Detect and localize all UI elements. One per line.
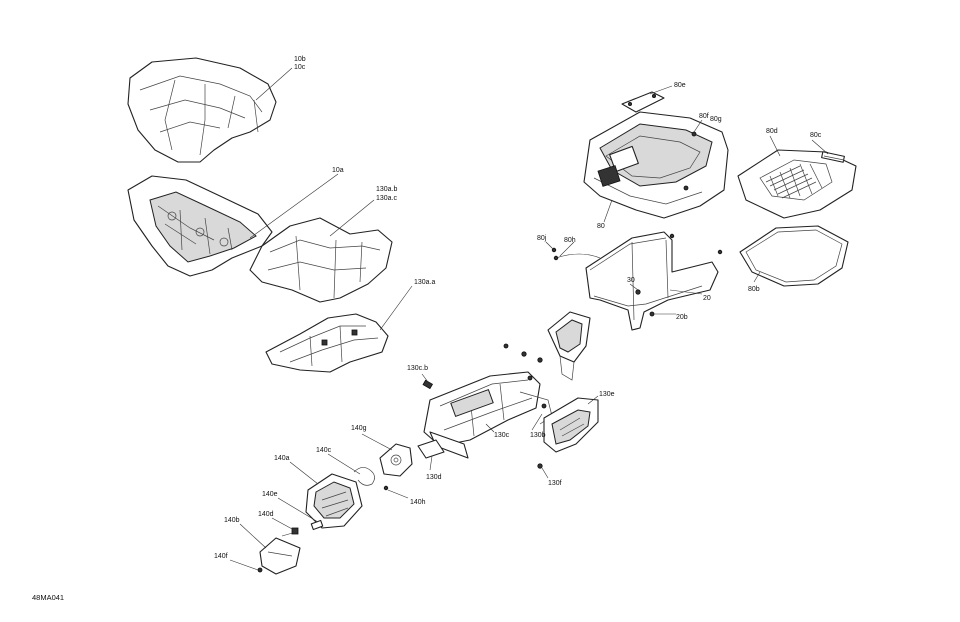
spring-140c	[353, 467, 375, 486]
screw-80f	[691, 131, 697, 137]
lid-latch	[821, 151, 845, 163]
latch-cam-140g	[379, 443, 413, 477]
callout-130f: 130f	[548, 480, 562, 487]
callout-140f: 140f	[214, 553, 228, 560]
callout-labels: 10b 10c 10a 130a.b 130a.c 130a.a 80e 80f…	[214, 56, 822, 560]
callout-30: 30	[627, 277, 635, 284]
seat-handle	[547, 311, 591, 381]
pin-140e	[310, 519, 324, 531]
bin-support-frame	[585, 231, 723, 331]
bin-lid	[737, 149, 857, 219]
callout-130aa: 130a.a	[414, 279, 436, 286]
callout-80j: 80j	[537, 235, 547, 242]
callout-130d: 130d	[426, 474, 442, 481]
callout-130e: 130e	[599, 391, 615, 398]
latch-plate	[621, 91, 665, 113]
callout-140c: 140c	[316, 447, 332, 454]
storage-bin	[583, 111, 729, 219]
side-cover	[543, 397, 599, 453]
drawing-reference-code: 48MA041	[32, 593, 64, 602]
callout-130b: 130b	[530, 432, 546, 439]
callout-80d: 80d	[766, 128, 778, 135]
bolt-140d	[281, 527, 299, 537]
callout-80g: 80g	[710, 116, 722, 123]
seat-frame-bracket	[265, 313, 389, 373]
bolt-130cb	[422, 379, 434, 390]
latch-housing-140a	[305, 473, 363, 529]
leader-lines	[229, 67, 829, 571]
callout-80h: 80h	[564, 237, 576, 244]
callout-140h: 140h	[410, 499, 426, 506]
lid-seal	[739, 225, 849, 287]
callout-140e: 140e	[262, 491, 278, 498]
callout-130cb: 130c.b	[407, 365, 428, 372]
callout-80b: 80b	[748, 286, 760, 293]
fastener-set-top	[503, 343, 543, 363]
screw-140f	[257, 567, 263, 573]
washer-140h	[383, 485, 389, 491]
screw-130f	[537, 463, 543, 469]
seat-latch-mechanism	[423, 371, 553, 459]
callout-10c: 10c	[294, 64, 306, 71]
latch-plate-140b	[259, 537, 301, 575]
callout-20b: 20b	[676, 314, 688, 321]
callout-10a: 10a	[332, 167, 344, 174]
callout-140a: 140a	[274, 455, 290, 462]
cable-80h	[551, 247, 601, 261]
callout-80c: 80c	[810, 132, 822, 139]
spacer-130d	[417, 439, 445, 459]
callout-80e: 80e	[674, 82, 686, 89]
callout-130ab: 130a.b	[376, 186, 398, 193]
callout-140d: 140d	[258, 511, 274, 518]
callout-130ac: 130a.c	[376, 195, 398, 202]
callout-80f: 80f	[699, 113, 709, 120]
callout-20: 20	[703, 295, 711, 302]
callout-140g: 140g	[351, 425, 367, 432]
seat-base	[127, 175, 273, 277]
callout-140b: 140b	[224, 517, 240, 524]
seat-cushion	[127, 57, 277, 163]
callout-130c: 130c	[494, 432, 510, 439]
callout-80: 80	[597, 223, 605, 230]
callout-10b: 10b	[294, 56, 306, 63]
seat-foam	[249, 217, 393, 303]
